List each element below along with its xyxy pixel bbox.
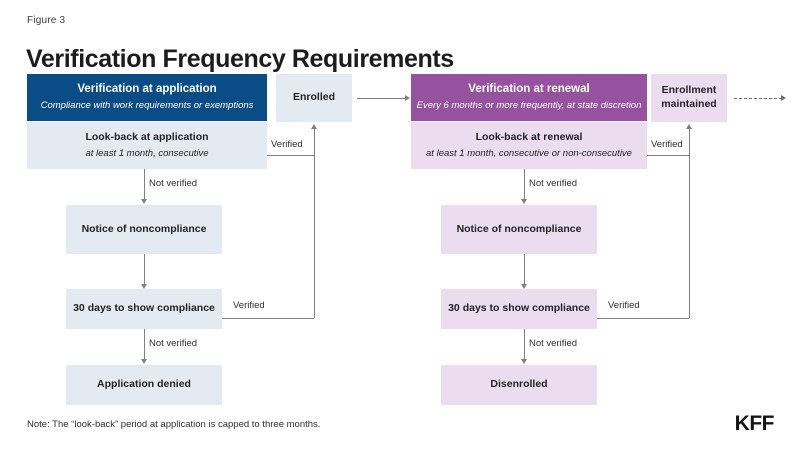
application-header-subtitle: Compliance with work requirements or exe… — [40, 100, 254, 112]
edge-label-ren-thirty-verified: Verified — [608, 300, 640, 311]
application-notice-box: Notice of noncompliance — [66, 205, 222, 254]
enrollment-maintained-box: Enrollment maintained — [651, 74, 727, 122]
arrow-down-icon — [140, 284, 147, 289]
connector-ren-lookback-to-notice — [524, 169, 525, 201]
connector-ren-thirty-verified-h — [597, 318, 689, 319]
renewal-lookback-title: Look-back at renewal — [475, 131, 583, 143]
connector-app-thirty-verified-h — [222, 318, 314, 319]
connector-enrolled-to-renewal — [357, 98, 406, 99]
connector-ren-lookback-verified-h — [647, 155, 689, 156]
edge-label-ren-lookback-not-verified: Not verified — [529, 178, 578, 189]
connector-ren-riser-to-maintained — [689, 127, 690, 318]
application-notice-title: Notice of noncompliance — [81, 222, 207, 235]
edge-label-ren-lookback-verified: Verified — [651, 139, 683, 150]
arrow-down-icon — [140, 199, 147, 204]
connector-app-thirty-to-denied — [144, 329, 145, 361]
renewal-disenrolled-box: Disenrolled — [441, 365, 597, 405]
enrolled-outcome-box: Enrolled — [276, 74, 352, 122]
edge-label-ren-thirty-not-verified: Not verified — [529, 338, 578, 349]
application-lookback-subtitle: at least 1 month, consecutive — [85, 147, 209, 159]
connector-ren-thirty-to-disenrolled — [524, 329, 525, 361]
connector-app-lookback-to-notice — [144, 169, 145, 201]
connector-app-lookback-verified-h — [267, 155, 314, 156]
connector-app-riser-to-enrolled — [314, 127, 315, 318]
page-title: Verification Frequency Requirements — [26, 44, 454, 73]
arrow-right-icon — [781, 94, 786, 101]
application-header-box: Verification at application Compliance w… — [27, 74, 267, 121]
renewal-thirty-days-box: 30 days to show compliance — [441, 289, 597, 329]
renewal-header-subtitle: Every 6 months or more frequently, at st… — [416, 100, 642, 112]
renewal-thirty-days-title: 30 days to show compliance — [448, 302, 590, 315]
application-lookback-title: Look-back at application — [85, 131, 209, 143]
connector-maintained-continuation-dashed — [734, 98, 782, 99]
application-header-title: Verification at application — [77, 83, 217, 96]
arrow-down-icon — [520, 284, 527, 289]
application-denied-title: Application denied — [97, 378, 191, 391]
arrow-down-icon — [520, 359, 527, 364]
figure-label: Figure 3 — [27, 15, 66, 26]
application-denied-box: Application denied — [66, 365, 222, 405]
renewal-notice-box: Notice of noncompliance — [441, 205, 597, 254]
application-thirty-days-title: 30 days to show compliance — [73, 302, 215, 315]
arrow-down-icon — [140, 359, 147, 364]
edge-label-app-lookback-verified: Verified — [271, 139, 303, 150]
chart-note: Note: The “look-back” period at applicat… — [27, 419, 321, 430]
arrow-down-icon — [520, 199, 527, 204]
edge-label-app-thirty-verified: Verified — [233, 300, 265, 311]
edge-label-app-lookback-not-verified: Not verified — [149, 178, 198, 189]
arrow-up-icon — [310, 124, 317, 129]
application-thirty-days-box: 30 days to show compliance — [66, 289, 222, 329]
kff-logo: KFF — [734, 412, 775, 435]
renewal-notice-title: Notice of noncompliance — [456, 222, 582, 235]
renewal-disenrolled-title: Disenrolled — [490, 378, 548, 391]
enrollment-maintained-title: Enrollment maintained — [661, 84, 717, 110]
enrolled-outcome-title: Enrolled — [292, 91, 335, 104]
connector-app-notice-to-thirty — [144, 254, 145, 286]
connector-ren-notice-to-thirty — [524, 254, 525, 286]
edge-label-app-thirty-not-verified: Not verified — [149, 338, 198, 349]
renewal-lookback-subtitle: at least 1 month, consecutive or non-con… — [426, 147, 632, 159]
renewal-header-title: Verification at renewal — [468, 83, 590, 96]
arrow-up-icon — [685, 124, 692, 129]
renewal-lookback-box: Look-back at renewal at least 1 month, c… — [411, 122, 647, 169]
application-lookback-box: Look-back at application at least 1 mont… — [27, 122, 267, 169]
renewal-header-box: Verification at renewal Every 6 months o… — [411, 74, 647, 121]
arrow-right-icon — [405, 94, 410, 101]
